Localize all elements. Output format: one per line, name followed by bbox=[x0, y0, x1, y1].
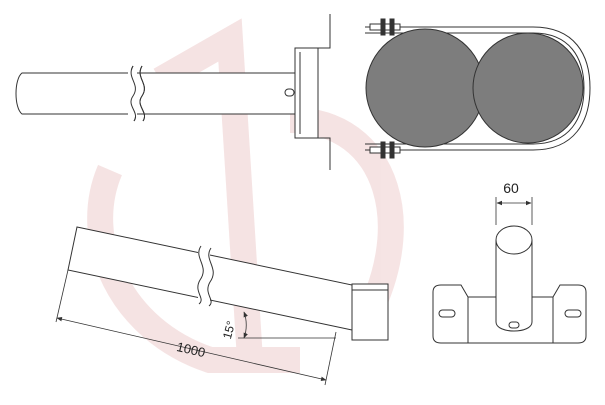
pole-right bbox=[472, 32, 584, 144]
break-mark bbox=[207, 247, 214, 307]
bolt-bottom bbox=[369, 141, 401, 159]
top-view-double-clamp bbox=[365, 18, 591, 159]
dim-label-angle: 15° bbox=[220, 319, 238, 340]
tube-slot bbox=[508, 321, 520, 329]
dim-label-diameter: 60 bbox=[503, 180, 519, 196]
arm-tube bbox=[15, 72, 296, 115]
angle-arc bbox=[243, 311, 248, 339]
plate-slot-left bbox=[438, 309, 456, 318]
vertical-tube bbox=[495, 240, 533, 332]
plate-bend bbox=[467, 297, 554, 343]
pole-left bbox=[365, 28, 485, 148]
side-view-tilted-arm bbox=[55, 226, 389, 386]
u-clamp-inner bbox=[365, 32, 585, 145]
bracket-plate bbox=[294, 47, 319, 139]
bracket-flange bbox=[318, 14, 331, 170]
tube-top-opening bbox=[495, 225, 533, 255]
tube-slot bbox=[284, 88, 295, 97]
dim-line-length bbox=[56, 316, 327, 382]
watermark-stroke bbox=[153, 18, 263, 361]
front-view-mounting-plate bbox=[432, 197, 587, 344]
extension-line bbox=[324, 331, 337, 386]
dim-label-length: 1000 bbox=[175, 339, 207, 360]
extension-line bbox=[55, 269, 69, 323]
side-view-straight-arm bbox=[15, 14, 331, 170]
break-mark bbox=[197, 245, 204, 305]
u-clamp bbox=[365, 26, 591, 151]
plate-slot-right bbox=[564, 309, 582, 318]
bolt-top bbox=[369, 18, 401, 36]
sleeve-cap bbox=[351, 283, 389, 341]
extension-line bbox=[495, 197, 533, 225]
